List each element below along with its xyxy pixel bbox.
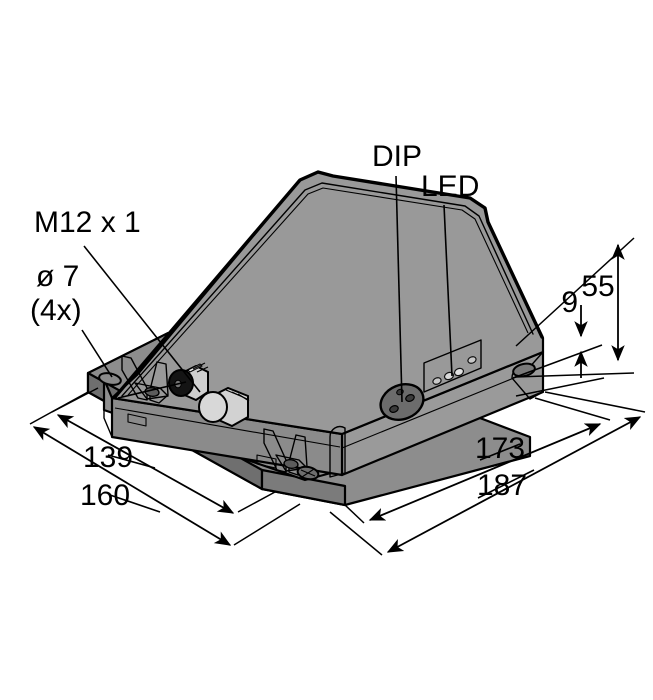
ext-line-173-start [344,504,365,524]
dimension-height-total: 55 [514,237,635,378]
mounting-hole-right-rib [283,459,299,469]
corner-hole-left [98,372,122,386]
dimension-value-173: 173 [475,432,525,465]
ext-line-160-end [233,503,301,546]
led-hole-1 [432,377,442,385]
dim-line-160 [32,426,232,546]
dimension-height-base: 9 [512,286,605,397]
led-window-panel [423,339,482,393]
ext-line-9-bottom [515,377,605,397]
dip-port-pin-1 [389,405,399,413]
lid-rim-line [121,182,534,397]
lid-rim-line-2 [127,187,529,396]
lid-top-edge-highlight [113,170,544,399]
dim-leader-160 [109,494,161,513]
callouts-layer: M12 x 1 ø 7 (4x) DIP LED [30,140,479,403]
callout-hole-dia-label: ø 7 [36,260,79,293]
dimension-width-outer: 187 [329,391,646,556]
dimension-value-160: 160 [80,479,130,512]
callout-hole-qty-label: (4x) [30,294,82,327]
callout-led-label: LED [421,170,479,203]
callout-led-leader [443,204,453,377]
ext-line-160-start [29,391,89,425]
ext-line-173-end [534,397,611,421]
ext-line-187-start [329,511,383,556]
corner-hole-right [512,362,536,378]
dimension-value-187: 187 [477,469,527,502]
callout-thread-label: M12 x 1 [34,206,141,239]
callout-thread-leader-branch [117,381,187,399]
m12-connector-light [198,386,250,428]
dimension-value-9: 9 [561,286,578,319]
ext-line-187-end [544,391,646,413]
callout-dip-label: DIP [372,140,422,173]
dim-leader-187 [477,469,535,499]
led-hole-3 [453,367,465,377]
dimension-value-55: 55 [581,270,614,303]
dip-port-pin-2 [405,394,415,402]
ext-line-55-bottom [514,372,635,378]
ext-line-9-top [512,344,603,379]
callout-thread-leader [83,245,201,393]
dimension-depth-outer: 160 [29,391,301,546]
dim-line-187 [386,416,642,553]
callout-hole-leader [81,329,113,378]
callout-dip-leader [395,175,403,403]
dimension-value-139: 139 [83,441,133,474]
led-hole-4 [467,356,477,364]
base-notch-mid [256,454,277,469]
ext-line-139-end [237,491,276,513]
housing-left-corner-post [329,425,346,478]
